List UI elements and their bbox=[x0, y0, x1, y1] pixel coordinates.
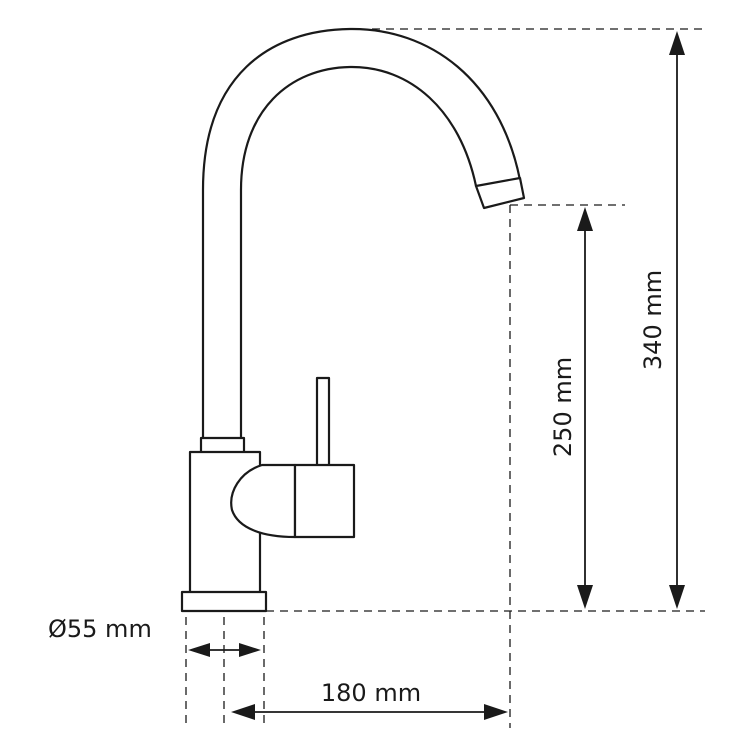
spout-inner-edge bbox=[239, 65, 478, 440]
arrowhead-right-icon bbox=[484, 704, 508, 720]
spout-outer-edge bbox=[201, 27, 522, 442]
total-height-dimension: 340 mm bbox=[639, 31, 685, 609]
spout-height-label: 250 mm bbox=[549, 357, 577, 457]
arrowhead-right-icon bbox=[239, 643, 261, 657]
arrowhead-left-icon bbox=[188, 643, 210, 657]
total-height-label: 340 mm bbox=[639, 270, 667, 370]
arrowhead-left-icon bbox=[231, 704, 255, 720]
lever-handle bbox=[315, 376, 331, 468]
faucet-body bbox=[180, 376, 356, 613]
body-collar bbox=[199, 436, 246, 455]
lever-block bbox=[293, 463, 356, 539]
arrowhead-up-icon bbox=[669, 31, 685, 55]
spout-reach-label: 180 mm bbox=[321, 679, 421, 707]
extension-lines bbox=[185, 28, 705, 728]
spout-height-dimension: 250 mm bbox=[549, 207, 593, 609]
lever-hub bbox=[230, 463, 297, 539]
base-diameter-label: Ø55 mm bbox=[48, 615, 152, 643]
spout-reach-dimension: 180 mm bbox=[231, 679, 508, 720]
base-diameter-dimension: Ø55 mm bbox=[48, 615, 261, 657]
arrowhead-down-icon bbox=[577, 585, 593, 609]
arrowhead-down-icon bbox=[669, 585, 685, 609]
base-plate bbox=[180, 590, 268, 613]
spout-tip bbox=[474, 176, 526, 210]
arrowhead-up-icon bbox=[577, 207, 593, 231]
faucet-spout bbox=[201, 27, 526, 442]
